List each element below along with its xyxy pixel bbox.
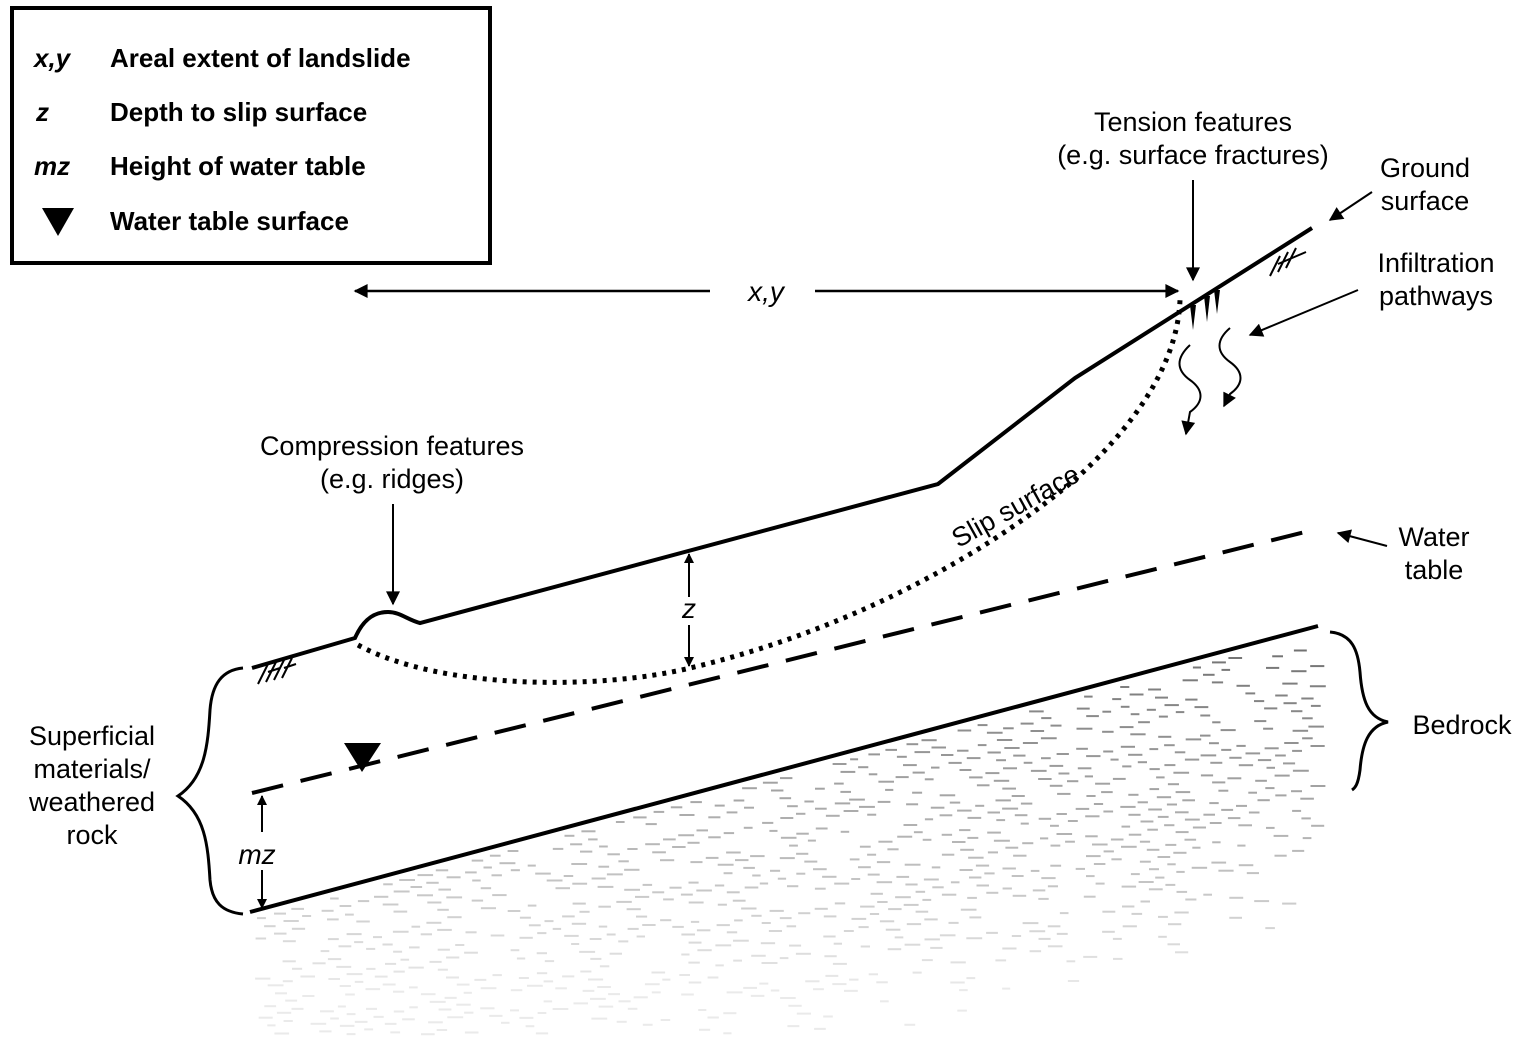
legend-text-mz: Height of water table bbox=[110, 151, 366, 181]
label-z: z bbox=[681, 593, 696, 624]
label-slip-surface: Slip surface bbox=[947, 459, 1085, 554]
legend-frame bbox=[10, 6, 492, 265]
superficial-brace bbox=[175, 666, 244, 916]
label-ground-line2: surface bbox=[1381, 186, 1470, 216]
label-superficial-line2: materials/ bbox=[33, 754, 151, 784]
water-table-triangle-icon bbox=[344, 743, 381, 772]
water-arrow bbox=[1336, 529, 1388, 547]
label-superficial-line3: weathered bbox=[28, 787, 155, 817]
vegetation-marks-right bbox=[1269, 247, 1307, 277]
legend-symbol-mz: mz bbox=[34, 151, 70, 181]
label-water-line1: Water bbox=[1398, 522, 1469, 552]
legend-text-water-table: Water table surface bbox=[110, 206, 349, 236]
infiltration-label-arrow bbox=[1248, 289, 1359, 337]
ground-arrow bbox=[1328, 191, 1373, 221]
label-infiltration-line2: pathways bbox=[1379, 281, 1493, 311]
bedrock-brace bbox=[1329, 630, 1389, 792]
label-superficial-line4: rock bbox=[66, 820, 118, 850]
legend-text-z: Depth to slip surface bbox=[110, 97, 367, 127]
bedrock-surface-line bbox=[249, 624, 1319, 914]
infiltration-pathways bbox=[1178, 327, 1242, 436]
label-xy: x,y bbox=[746, 276, 786, 307]
legend-symbol-z: z bbox=[35, 97, 49, 127]
label-superficial-line1: Superficial bbox=[29, 721, 155, 751]
label-tension-line2: (e.g. surface fractures) bbox=[1057, 140, 1329, 170]
label-tension-line1: Tension features bbox=[1094, 107, 1292, 137]
label-ground-line1: Ground bbox=[1380, 153, 1470, 183]
label-compression-line1: Compression features bbox=[260, 431, 524, 461]
vegetation-marks-left bbox=[257, 657, 297, 685]
label-compression-line2: (e.g. ridges) bbox=[320, 464, 464, 494]
label-water-line2: table bbox=[1405, 555, 1464, 585]
bedrock-texture bbox=[255, 649, 1326, 1036]
slip-surface-line bbox=[356, 299, 1183, 685]
water-table-line bbox=[251, 530, 1306, 795]
ground-surface-line bbox=[251, 226, 1314, 670]
tension-fractures bbox=[1190, 290, 1220, 330]
legend-symbol-xy: x,y bbox=[32, 43, 72, 73]
label-mz: mz bbox=[238, 839, 275, 870]
legend-box: x,y Areal extent of landslide z Depth to… bbox=[10, 6, 492, 265]
triangle-down-icon bbox=[42, 208, 74, 236]
label-bedrock: Bedrock bbox=[1412, 710, 1512, 740]
legend-text-xy: Areal extent of landslide bbox=[110, 43, 411, 73]
label-infiltration-line1: Infiltration bbox=[1377, 248, 1494, 278]
